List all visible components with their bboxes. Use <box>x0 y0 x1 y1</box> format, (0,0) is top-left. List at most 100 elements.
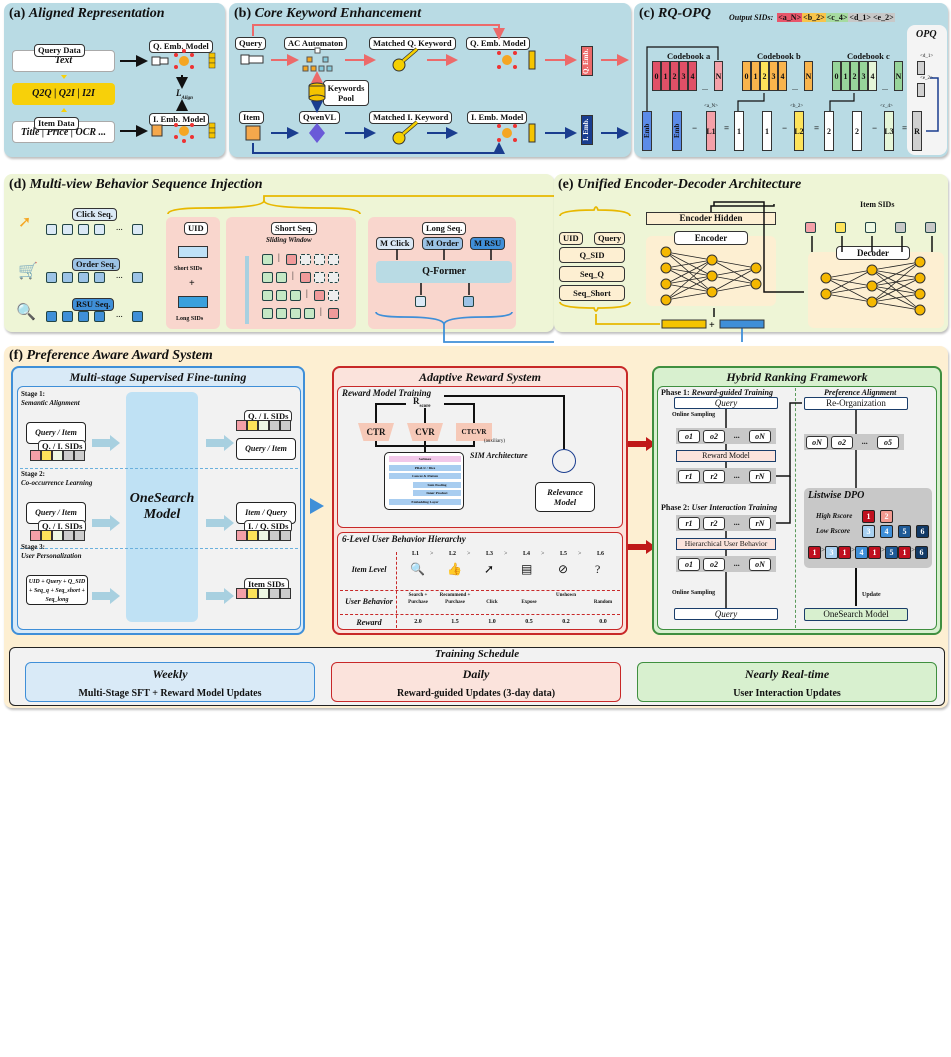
schedule-weekly: Weekly Multi-Stage SFT + Reward Model Up… <box>25 662 315 702</box>
behavior-icon: 👍 <box>447 562 462 576</box>
codebook-cell: 4 <box>778 61 787 91</box>
gt: > <box>821 546 825 554</box>
codebook-cell: 2 <box>670 61 679 91</box>
network-edge <box>871 261 921 303</box>
panel-rq-opq: (c) RQ-OPQ Output SIDs: <a_N><b_2><c_4><… <box>634 3 948 157</box>
operator: = <box>724 123 730 133</box>
dpo-item: 2 <box>880 510 893 523</box>
sequence-item <box>62 311 73 322</box>
codebook-cell: 3 <box>679 61 688 91</box>
query-tag: Query <box>235 37 267 50</box>
reorg-box: Re-Organization <box>804 397 908 410</box>
dpo-item: 3 <box>825 546 838 559</box>
sim-layer: Inner Product <box>413 490 461 496</box>
embedding-stack-icon <box>208 122 216 139</box>
opq-vector <box>917 61 925 75</box>
sequence-item <box>132 224 143 235</box>
operator: − <box>872 123 878 133</box>
codebook-label: Codebook b <box>757 51 801 61</box>
level-gt: > <box>467 551 471 557</box>
shopping-bag-icon <box>151 124 163 137</box>
residual-vector: L2 <box>794 111 804 151</box>
flow-arrow <box>92 592 110 600</box>
window-empty <box>328 254 339 265</box>
sid-cell <box>258 588 269 599</box>
schedule-title: Training Schedule <box>434 648 520 660</box>
qformer-output <box>463 296 474 307</box>
behavior-label: Unshown <box>555 593 576 598</box>
ellipsis: ... <box>116 270 123 280</box>
network-node <box>660 262 672 274</box>
stage-divider <box>20 548 298 549</box>
image-search-icon: 🔍 <box>16 304 36 321</box>
item-sids-label: Item SIDs <box>860 200 895 209</box>
window-item <box>290 290 301 301</box>
level-gt: > <box>578 551 582 557</box>
stage-name: User Personalization <box>21 552 82 560</box>
codebook-cell: 3 <box>769 61 778 91</box>
dpo-item: 6 <box>915 546 928 559</box>
network-edge <box>871 261 921 271</box>
network-edge <box>825 269 873 279</box>
short-sids-bar <box>178 246 208 258</box>
list-item: o1 <box>678 429 700 443</box>
network-edge <box>711 283 757 293</box>
codebook-cell: 2 <box>850 61 859 91</box>
level-gt: > <box>430 551 434 557</box>
reward-model-box: Reward Model <box>676 450 776 462</box>
operator: − <box>692 123 698 133</box>
sid-cell <box>74 530 85 541</box>
hierarchy-row-label: User Behavior <box>345 597 393 606</box>
codebook-cell-last: N <box>804 61 813 91</box>
output-sid-token: <a_N> <box>777 13 803 22</box>
panel-preference-award-system: (f) Preference Aware Award System Multi-… <box>4 346 948 708</box>
level-gt: > <box>541 551 545 557</box>
network-node <box>706 254 718 266</box>
reward-value: 0.2 <box>562 619 570 625</box>
residual-vector: Emb <box>642 111 652 151</box>
stage-input: UID + Query + Q_SID + Seq_q + Seq_short … <box>26 575 88 605</box>
residual-code-label: <b_2> <box>790 104 804 109</box>
pref-title: Preference Alignment <box>824 388 897 397</box>
ellipsis: ... <box>882 83 888 92</box>
high-score-label: High Rscore <box>816 512 853 520</box>
behavior-label: Click <box>486 600 498 605</box>
codebook-label: Codebook c <box>847 51 890 61</box>
sid-cell <box>247 588 258 599</box>
panel-c-title: (c) RQ-OPQ <box>639 6 711 21</box>
dpo-item: 1 <box>808 546 821 559</box>
window-item <box>262 272 273 283</box>
sid-cell <box>236 530 247 541</box>
network-node <box>820 288 832 300</box>
list-item: o5 <box>877 435 899 449</box>
window-item <box>276 272 287 283</box>
red-arrowhead <box>646 540 656 554</box>
network-edge <box>871 301 921 311</box>
sliding-window-label: Sliding Window <box>266 236 312 244</box>
window-target <box>300 272 311 283</box>
i-emb-model-tag: I. Emb. Model <box>149 113 210 126</box>
codebook-cell: 4 <box>868 61 877 91</box>
input-query: Query <box>594 232 626 245</box>
panel-d-arrows <box>167 195 554 343</box>
network-node <box>660 278 672 290</box>
residual-vector: L1 <box>706 111 716 151</box>
level-gt: > <box>504 551 508 557</box>
online-sampling-label: Online Sampling <box>672 412 716 418</box>
window-item <box>304 308 315 319</box>
operator: = <box>902 123 908 133</box>
network-node <box>660 294 672 306</box>
behavior-label: Expose <box>521 600 537 605</box>
network-edge <box>665 259 713 285</box>
sid-cell <box>63 450 74 461</box>
hier-behavior-box: Hierarchical User Behavior <box>676 538 776 550</box>
sim-layer: Embedding Layer <box>389 498 461 505</box>
phase2-query: Query <box>674 608 778 620</box>
onesearch-model: OneSearch Model <box>126 392 198 622</box>
cart-icon: 🛒 <box>18 263 38 280</box>
dpo-item: 1 <box>898 546 911 559</box>
list-item: o1 <box>678 557 700 571</box>
sid-cell <box>280 588 291 599</box>
